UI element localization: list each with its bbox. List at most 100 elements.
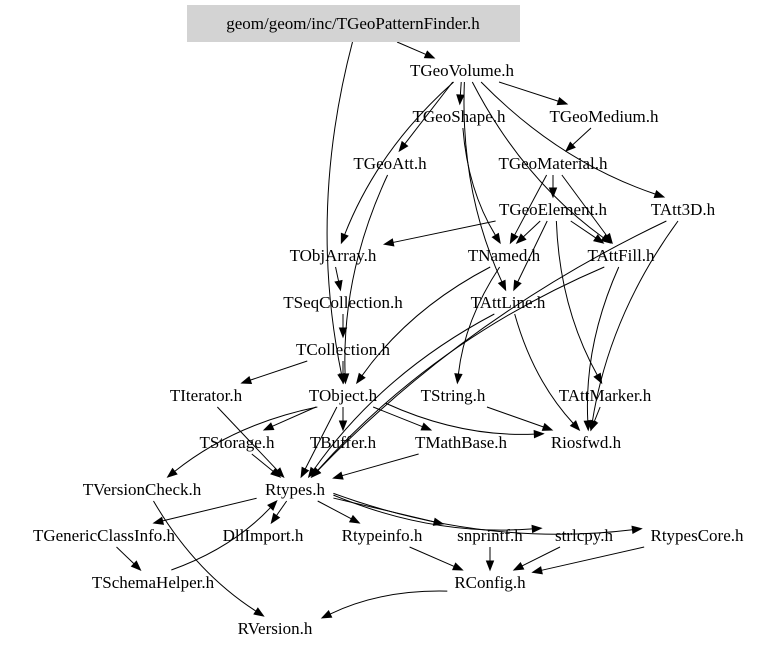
node-string[interactable]: TString.h <box>421 386 486 405</box>
arrowhead-icon <box>348 514 361 524</box>
node-attline[interactable]: TAttLine.h <box>471 293 546 312</box>
node-mathbase[interactable]: TMathBase.h <box>415 433 508 452</box>
arrowhead-icon <box>267 499 278 511</box>
edge-geoelement-to-attmarker <box>555 220 598 376</box>
edge-iterator-to-rtypes <box>216 406 278 471</box>
node-rconfig[interactable]: RConfig.h <box>454 573 526 592</box>
node-label: TGeoElement.h <box>499 200 608 219</box>
node-label: RVersion.h <box>238 619 313 638</box>
edge-geovolume-to-objarray <box>344 81 454 235</box>
edge-object-to-storage <box>272 406 317 427</box>
edge-geomaterial-to-named <box>514 174 548 236</box>
arrowhead-icon <box>152 516 165 525</box>
node-geoatt[interactable]: TGeoAtt.h <box>353 154 427 173</box>
node-attmarker[interactable]: TAttMarker.h <box>559 386 652 405</box>
edge-strlcpy-to-rconfig <box>521 546 561 567</box>
arrowhead-icon <box>533 429 545 439</box>
arrowhead-icon <box>240 375 253 384</box>
arrowhead-icon <box>166 467 178 478</box>
edge-attline-to-rtypes <box>313 313 495 470</box>
edge-geovolume-to-attfill <box>471 81 604 239</box>
edge-string-to-riosfwd <box>486 406 544 428</box>
node-label: TBuffer.h <box>310 433 377 452</box>
node-seqcollection[interactable]: TSeqCollection.h <box>283 293 403 312</box>
node-geomedium[interactable]: TGeoMedium.h <box>549 107 659 126</box>
node-label: TGenericClassInfo.h <box>33 526 176 545</box>
arrowhead-icon <box>355 372 366 385</box>
edge-storage-to-rtypes <box>251 453 274 472</box>
node-pf[interactable]: geom/geom/inc/TGeoPatternFinder.h <box>187 5 520 42</box>
arrowhead-icon <box>334 279 343 292</box>
arrowhead-icon <box>338 327 348 339</box>
arrowhead-icon <box>452 562 464 571</box>
node-label: Riosfwd.h <box>551 433 622 452</box>
arrowhead-icon <box>593 234 605 244</box>
node-label: TNamed.h <box>468 246 541 265</box>
edge-versioncheck-to-rversion <box>153 500 257 612</box>
arrowhead-icon <box>270 467 282 478</box>
arrowhead-icon <box>398 140 409 153</box>
arrowhead-icon <box>515 233 527 244</box>
node-named[interactable]: TNamed.h <box>468 246 541 265</box>
node-label: TSchemaHelper.h <box>92 573 215 592</box>
node-attfill[interactable]: TAttFill.h <box>587 246 655 265</box>
node-schemahelper[interactable]: TSchemaHelper.h <box>92 573 215 592</box>
arrowhead-icon <box>340 232 349 245</box>
node-storage[interactable]: TStorage.h <box>199 433 275 452</box>
node-geovolume[interactable]: TGeoVolume.h <box>410 61 515 80</box>
node-label: TObject.h <box>309 386 378 405</box>
node-rtypeinfo[interactable]: Rtypeinfo.h <box>342 526 423 545</box>
arrowhead-icon <box>338 420 348 432</box>
node-label: TGeoAtt.h <box>353 154 427 173</box>
node-dllimport[interactable]: DllImport.h <box>223 526 304 545</box>
node-label: RtypesCore.h <box>650 526 744 545</box>
nodes: geom/geom/inc/TGeoPatternFinder.hTGeoVol… <box>33 5 744 638</box>
node-rtypes[interactable]: Rtypes.h <box>265 480 325 499</box>
node-snprintf[interactable]: snprintf.h <box>457 526 523 545</box>
node-strlcpy[interactable]: strlcpy.h <box>555 526 613 545</box>
node-rversion[interactable]: RVersion.h <box>238 619 313 638</box>
edge-mathbase-to-rtypes <box>341 453 419 477</box>
edge-rtypes-to-rtypeinfo <box>317 500 352 520</box>
node-collection[interactable]: TCollection.h <box>296 340 390 359</box>
node-rtypescore[interactable]: RtypesCore.h <box>650 526 744 545</box>
node-geoshape[interactable]: TGeoShape.h <box>412 107 506 126</box>
arrowhead-icon <box>320 610 333 619</box>
edge-geovolume-to-attline <box>463 81 503 283</box>
node-geomaterial[interactable]: TGeoMaterial.h <box>498 154 608 173</box>
edge-attline-to-riosfwd <box>514 313 574 424</box>
node-object[interactable]: TObject.h <box>309 386 378 405</box>
node-label: geom/geom/inc/TGeoPatternFinder.h <box>226 14 480 33</box>
arrowhead-icon <box>262 422 275 431</box>
node-att3d[interactable]: TAtt3D.h <box>651 200 716 219</box>
edge-geovolume-to-geomedium <box>498 81 559 102</box>
node-iterator[interactable]: TIterator.h <box>170 386 243 405</box>
node-versioncheck[interactable]: TVersionCheck.h <box>83 480 202 499</box>
node-label: TIterator.h <box>170 386 243 405</box>
arrowhead-icon <box>300 466 310 479</box>
node-geoelement[interactable]: TGeoElement.h <box>499 200 608 219</box>
edge-geovolume-to-geoshape <box>459 81 462 96</box>
edge-object-to-rtypes <box>304 406 338 470</box>
arrowhead-icon <box>531 524 543 534</box>
edge-named-to-string <box>457 266 501 375</box>
edge-object-to-riosfwd <box>385 402 535 435</box>
node-riosfwd[interactable]: Riosfwd.h <box>551 433 622 452</box>
arrowhead-icon <box>485 560 495 572</box>
arrowhead-icon <box>593 372 603 385</box>
arrowhead-icon <box>556 97 569 106</box>
node-label: TStorage.h <box>199 433 275 452</box>
node-objarray[interactable]: TObjArray.h <box>290 246 377 265</box>
node-genericclassinfo[interactable]: TGenericClassInfo.h <box>33 526 176 545</box>
arrowhead-icon <box>565 141 576 152</box>
node-label: TString.h <box>421 386 486 405</box>
edge-collection-to-iterator <box>250 360 308 381</box>
node-buffer[interactable]: TBuffer.h <box>310 433 377 452</box>
arrowhead-icon <box>653 189 666 198</box>
edge-rtypes-to-genericclassinfo <box>162 497 257 522</box>
arrowhead-icon <box>270 512 281 525</box>
node-label: snprintf.h <box>457 526 523 545</box>
arrowhead-icon <box>456 94 465 106</box>
